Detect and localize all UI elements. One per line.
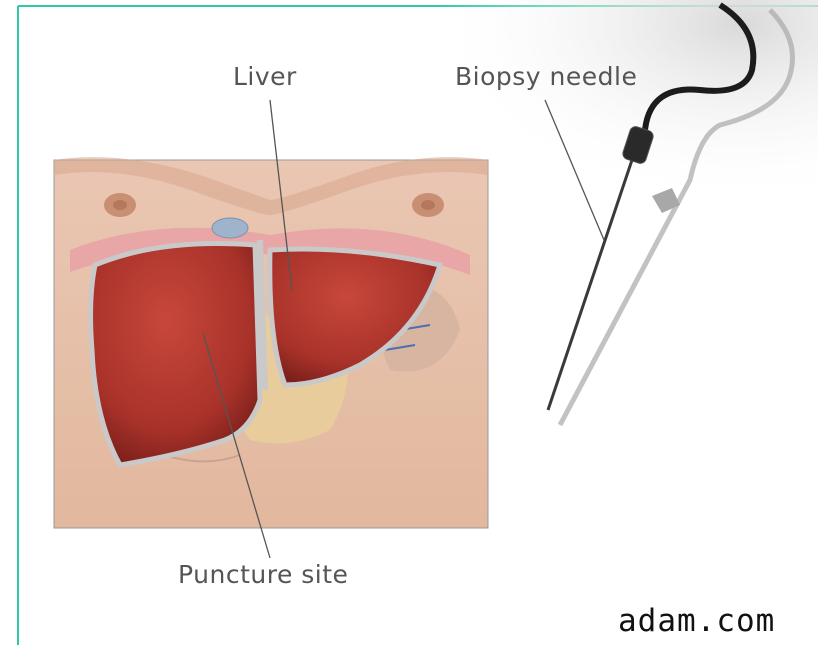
puncture-site-label: Puncture site: [178, 560, 348, 589]
biopsy-needle-label: Biopsy needle: [455, 62, 637, 91]
liver-label: Liver: [233, 62, 297, 91]
gallbladder: [212, 218, 248, 238]
watermark-brand[interactable]: adam.com: [618, 603, 775, 639]
